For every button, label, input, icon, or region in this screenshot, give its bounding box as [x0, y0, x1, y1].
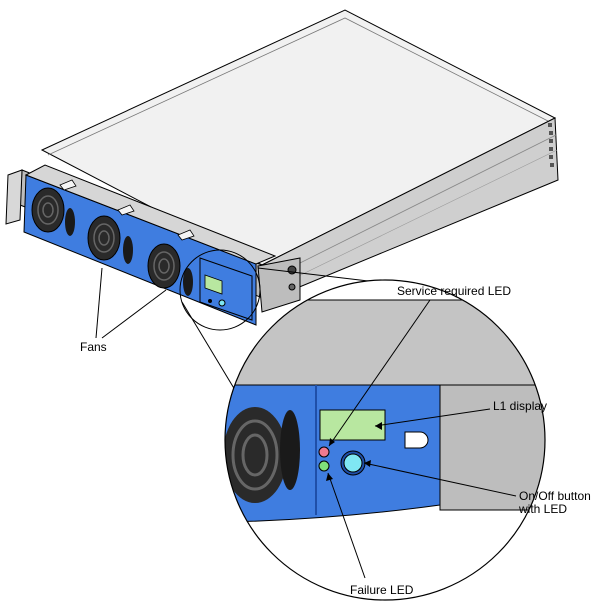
power-button-icon: [218, 299, 226, 307]
led-icon: [318, 446, 330, 458]
control-panel-small: [199, 257, 253, 321]
fan-icon: [147, 243, 193, 296]
lcd-icon: [319, 409, 386, 441]
fan-icon: [225, 407, 300, 503]
service-required-led-label: Service required LED: [397, 284, 512, 298]
onoff-button-label-line2: with LED: [519, 502, 568, 516]
power-button-icon: [343, 453, 363, 473]
fan-icon: [87, 215, 133, 264]
l1-display-label: L1 display: [493, 399, 548, 413]
onoff-button-label-line1: On/Off button: [519, 489, 591, 503]
side-vents: [548, 123, 554, 167]
leader-arrowheads: [326, 422, 382, 481]
bezel-slot: [404, 431, 429, 449]
zoom-circle-border: [224, 279, 546, 601]
fans-label: Fans: [80, 340, 107, 354]
screw-icon: [288, 283, 296, 291]
rack-ear-left: [5, 169, 23, 225]
leader-lines: [95, 267, 517, 579]
side-groove: [269, 134, 557, 279]
side-groove-2: [269, 149, 558, 291]
zoom-source-circle: [179, 249, 261, 331]
bezel-tabs: [59, 179, 195, 241]
zoom-line-left: [181, 301, 239, 396]
fan-icon: [31, 187, 75, 236]
led-icon: [208, 299, 212, 303]
failure-led-label: Failure LED: [350, 583, 414, 597]
led-icon: [318, 460, 330, 472]
chassis-top-rim: [47, 17, 549, 156]
lcd-icon: [204, 274, 223, 295]
